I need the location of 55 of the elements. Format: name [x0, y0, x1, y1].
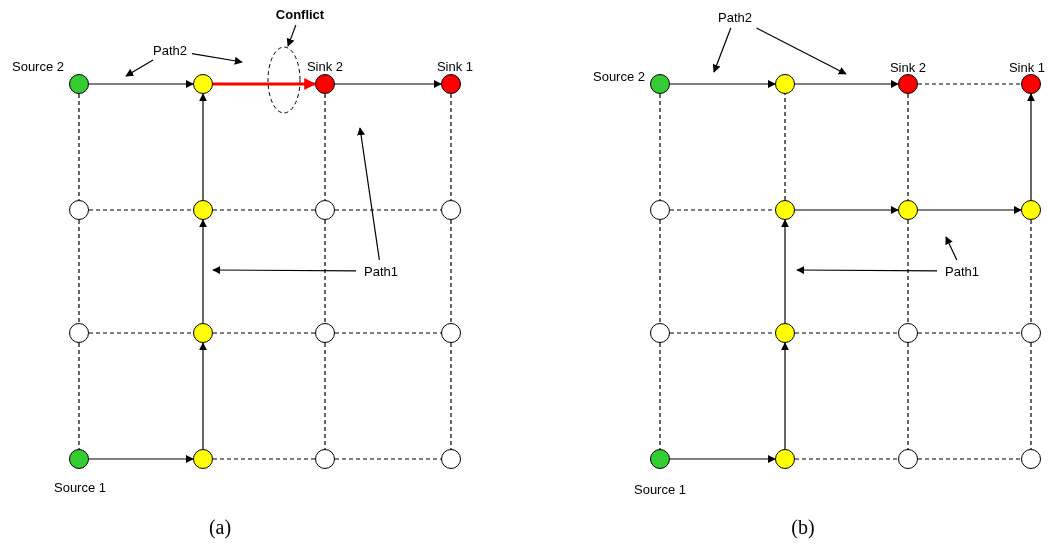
leader-arrow: [286, 24, 297, 47]
path-label: Path2: [150, 42, 190, 58]
path-label: Path1: [358, 262, 404, 280]
arrow: [794, 206, 899, 214]
node-label: Sink 1: [436, 59, 474, 73]
arrow: [669, 80, 776, 88]
dashed-link: [659, 219, 661, 324]
dashed-link: [917, 83, 1022, 85]
callout-label: Conflict: [269, 5, 331, 23]
dashed-link: [794, 332, 899, 334]
node-label: Source 1: [54, 480, 106, 494]
node-label: Sink 1: [1008, 60, 1046, 74]
arrow: [781, 342, 789, 450]
dashed-link: [917, 332, 1022, 334]
arrow: [669, 455, 776, 463]
arrow: [781, 219, 789, 324]
leader-arrow: [755, 27, 847, 75]
leader-arrow: [945, 236, 958, 261]
node-label: Sink 2: [306, 59, 344, 73]
leader-arrow: [212, 266, 357, 275]
arrow: [917, 206, 1022, 214]
dashed-link: [212, 209, 316, 211]
arrow: [88, 455, 194, 463]
arrow: [1027, 93, 1035, 201]
dashed-link: [88, 332, 194, 334]
path-label: Path2: [712, 8, 758, 26]
arrow: [334, 80, 442, 88]
dashed-link: [917, 458, 1022, 460]
arrow: [199, 93, 207, 201]
dashed-link: [212, 332, 316, 334]
node-label: Source 2: [12, 59, 64, 73]
dashed-link: [324, 219, 326, 324]
leader-arrow: [125, 59, 154, 77]
arrow: [199, 342, 207, 450]
node-label: Sink 2: [889, 60, 927, 74]
dashed-link: [212, 458, 316, 460]
leader-arrow: [357, 127, 380, 261]
node-label: Source 1: [634, 482, 686, 496]
path-label: Path1: [939, 262, 985, 280]
subfigure-caption: (b): [791, 517, 815, 537]
subfigure-caption: (a): [208, 517, 232, 537]
leader-arrow: [191, 53, 243, 65]
dashed-link: [1030, 219, 1032, 324]
dashed-link: [794, 458, 899, 460]
arrow: [794, 80, 899, 88]
dashed-link: [907, 219, 909, 324]
arrow: [199, 219, 207, 324]
leader-arrow: [712, 27, 732, 73]
dashed-link: [78, 219, 80, 324]
dashed-link: [88, 209, 194, 211]
arrow: [213, 78, 317, 90]
node-label: Source 2: [593, 69, 645, 83]
arrow: [88, 80, 194, 88]
dashed-link: [450, 219, 452, 324]
leader-arrow: [796, 266, 938, 275]
